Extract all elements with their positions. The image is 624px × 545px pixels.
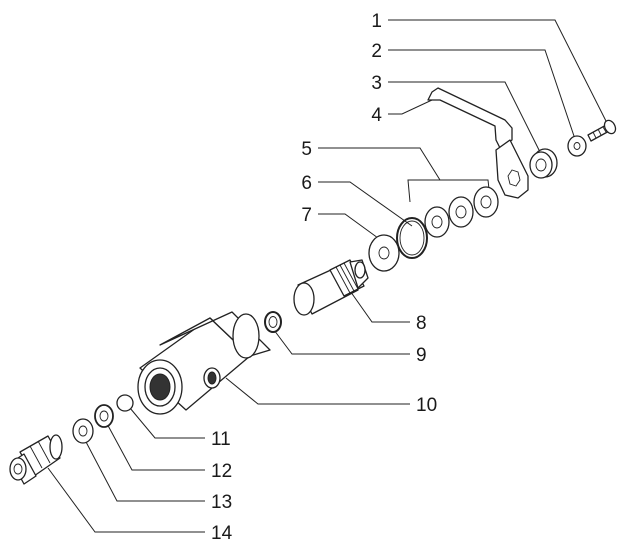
leader-10 [225, 377, 410, 405]
callout-2: 2 [371, 41, 382, 62]
callout-12: 12 [211, 461, 232, 482]
part-8-shaft [293, 259, 369, 316]
callout-13: 13 [211, 492, 232, 513]
part-9-o-ring [264, 311, 282, 333]
part-2-washer [567, 135, 587, 157]
callout-4: 4 [371, 105, 382, 126]
part-12-seat [94, 404, 114, 428]
callout-14: 14 [211, 523, 233, 544]
callout-5: 5 [301, 139, 312, 160]
leader-9 [273, 329, 410, 355]
callout-10: 10 [416, 395, 437, 416]
callout-3: 3 [371, 73, 382, 94]
callout-labels: 1 2 3 4 5 6 7 8 9 10 11 12 13 14 [211, 11, 437, 544]
leader-14 [47, 467, 205, 533]
leader-1 [388, 19, 609, 126]
leader-lines [47, 19, 609, 533]
leader-12 [104, 419, 205, 471]
part-3-spacer [529, 148, 558, 179]
leader-5 [318, 147, 441, 181]
part-4-bracket [427, 87, 529, 199]
part-13-washer [72, 418, 94, 444]
leader-2 [388, 49, 577, 143]
callout-7: 7 [301, 205, 312, 226]
callout-6: 6 [301, 173, 312, 194]
leader-13 [84, 439, 205, 502]
leader-11 [129, 407, 205, 439]
part-1-screw [587, 119, 617, 142]
part-11-ball [116, 394, 134, 412]
callout-9: 9 [416, 345, 427, 366]
part-7-washer [368, 234, 400, 272]
part-5-washer-set [424, 186, 499, 238]
callout-11: 11 [211, 429, 231, 450]
part-14-fitting [9, 434, 63, 485]
callout-1: 1 [371, 11, 382, 32]
leader-7 [318, 213, 379, 239]
leader-4 [388, 99, 433, 115]
part-6-retaining-ring [396, 217, 428, 259]
leader-8 [347, 287, 410, 323]
leader-6 [318, 181, 413, 227]
part-10-housing [137, 311, 271, 415]
callout-8: 8 [416, 313, 427, 334]
leader-3 [388, 81, 541, 153]
